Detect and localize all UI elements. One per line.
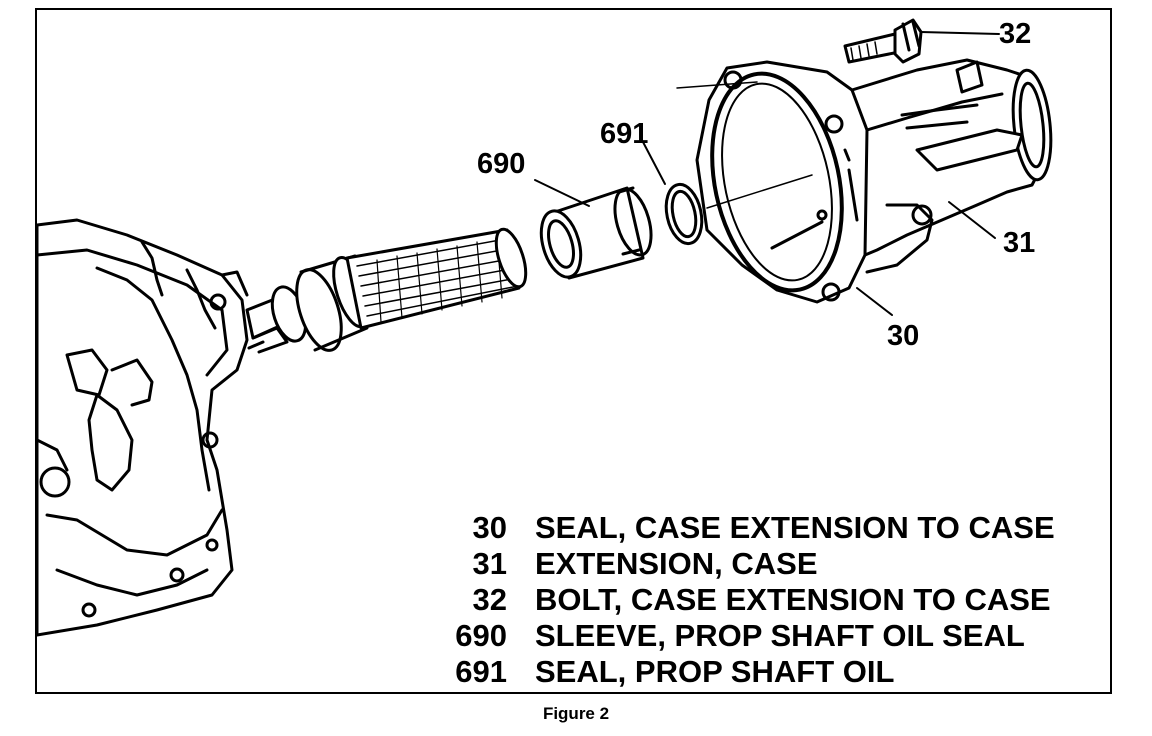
leader-691: [642, 141, 666, 185]
leader-32: [920, 31, 1000, 35]
legend-description: EXTENSION, CASE: [535, 546, 818, 581]
callout-31: 31: [1003, 227, 1036, 259]
exploded-view-drawing: [37, 18, 1053, 637]
leader-690: [534, 179, 590, 207]
diagram-frame: 32 691 690 31 30 30 SEAL, CASE EXTENSION…: [35, 8, 1112, 694]
transmission-case: [37, 218, 249, 637]
legend-row: 32 BOLT, CASE EXTENSION TO CASE: [417, 582, 1055, 618]
legend-number: 32: [472, 582, 507, 617]
callout-30: 30: [887, 320, 920, 352]
parts-legend: 30 SEAL, CASE EXTENSION TO CASE 31 EXTEN…: [417, 510, 1055, 690]
legend-number: 691: [455, 654, 507, 689]
legend-row: 30 SEAL, CASE EXTENSION TO CASE: [417, 510, 1055, 546]
callout-691: 691: [600, 118, 649, 150]
callout-690: 690: [477, 148, 526, 180]
prop-shaft-sleeve-690: [539, 186, 653, 280]
legend-number: 31: [472, 546, 507, 581]
legend-row: 31 EXTENSION, CASE: [417, 546, 1055, 582]
case-extension-31: [695, 58, 1053, 304]
prop-shaft-oil-seal-691: [664, 182, 704, 246]
legend-number: 690: [455, 618, 507, 653]
case-extension-bolt-32: [843, 18, 923, 64]
legend-row: 690 SLEEVE, PROP SHAFT OIL SEAL: [417, 618, 1055, 654]
figure-caption: Figure 2: [542, 704, 610, 723]
callout-32: 32: [999, 18, 1032, 50]
output-shaft: [245, 227, 528, 354]
leader-30: [856, 287, 893, 316]
leader-31: [948, 201, 996, 239]
legend-description: SLEEVE, PROP SHAFT OIL SEAL: [535, 618, 1025, 653]
leader-lines: [534, 31, 1000, 316]
legend-row: 691 SEAL, PROP SHAFT OIL: [417, 654, 1055, 690]
legend-number: 30: [472, 510, 507, 545]
legend-description: BOLT, CASE EXTENSION TO CASE: [535, 582, 1051, 617]
legend-description: SEAL, CASE EXTENSION TO CASE: [535, 510, 1055, 545]
legend-description: SEAL, PROP SHAFT OIL: [535, 654, 895, 689]
